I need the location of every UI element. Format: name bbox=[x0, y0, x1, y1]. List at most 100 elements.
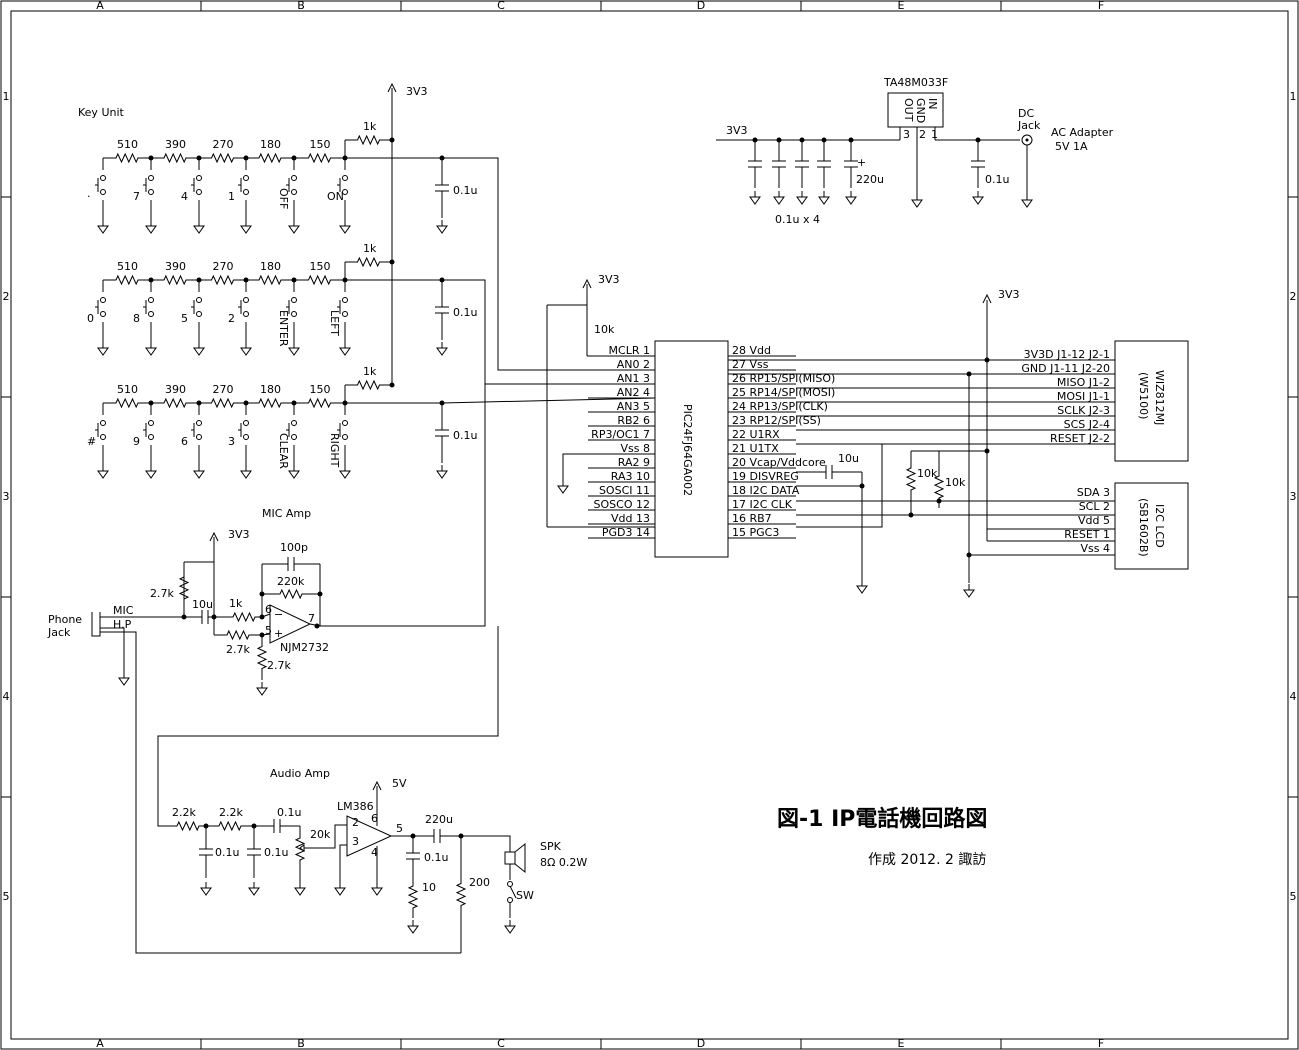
col-label-top-c: C bbox=[497, 0, 505, 12]
feedback-cap-value: 100p bbox=[280, 541, 308, 554]
key-series-value: 510 bbox=[117, 260, 138, 273]
key-label: ENTER bbox=[277, 310, 290, 347]
switch-contact bbox=[342, 311, 348, 317]
audio-amp: Audio Amp 5V LM386 2 3 6 4 5 2.2k 2.2k 0… bbox=[157, 626, 587, 953]
switch-contact bbox=[196, 311, 202, 317]
mic-amp-rail: 3V3 bbox=[228, 528, 250, 541]
key-label: RIGHT bbox=[328, 433, 341, 468]
speaker-body bbox=[504, 851, 516, 865]
mic-feedback-resistor bbox=[262, 588, 320, 600]
ground-symbol bbox=[436, 225, 448, 234]
regulator-body bbox=[887, 92, 944, 128]
opamp-minus: − bbox=[274, 608, 283, 621]
key-series-value: 270 bbox=[213, 383, 234, 396]
mcu-left-pin-label: RP3/OC1 7 bbox=[591, 428, 650, 441]
ground-symbol bbox=[818, 196, 830, 205]
audio-ic-name: LM386 bbox=[337, 800, 374, 813]
switch-contact bbox=[196, 434, 202, 440]
mcu-left-pin-label: AN0 2 bbox=[617, 358, 650, 371]
mcu-left-pin-label: AN1 3 bbox=[617, 372, 650, 385]
lcd-pin-label: Vss 4 bbox=[1081, 542, 1110, 555]
input-cap-value: 0.1u bbox=[985, 173, 1009, 186]
key-label: · bbox=[87, 190, 91, 203]
switch-contact bbox=[342, 189, 348, 195]
mcu-right-pin-label: 23 RP12/SPI(SS) bbox=[732, 414, 821, 427]
eth-pin-label: SCLK J2-3 bbox=[1057, 404, 1110, 417]
i2c-pullup-resistor bbox=[933, 466, 945, 508]
mcu-right-pin-label: 20 Vcap/Vddcore bbox=[732, 456, 826, 469]
zobel-resistor bbox=[407, 876, 419, 918]
mic-input-resistor bbox=[226, 611, 262, 623]
mcu-right-pin-label: 21 U1TX bbox=[732, 442, 779, 455]
col-label-bottom-b: B bbox=[297, 1037, 305, 1050]
lm386-pin-4: 4 bbox=[371, 846, 378, 859]
col-label-bottom-d: D bbox=[697, 1037, 705, 1050]
key-series-value: 510 bbox=[117, 138, 138, 151]
wire bbox=[339, 844, 347, 882]
key-pullup-resistor bbox=[345, 256, 392, 268]
mcu-left-pin-label: SOSCI 11 bbox=[599, 484, 650, 497]
regulator-pin-num-2: 2 bbox=[919, 128, 926, 141]
phone-jack-label-1: Phone bbox=[48, 613, 82, 626]
switch-label: SW bbox=[516, 889, 534, 902]
speaker-label: SPK bbox=[540, 840, 562, 853]
switch-contact bbox=[196, 175, 202, 181]
mcu-right-pin-label: 19 DISVREG bbox=[732, 470, 799, 483]
ground-symbol bbox=[248, 887, 260, 896]
dc-jack-label-2: Jack bbox=[1017, 119, 1041, 132]
key-series-resistor bbox=[246, 274, 294, 286]
regulator-pin-num-3: 3 bbox=[903, 128, 910, 141]
ground-symbol bbox=[200, 887, 212, 896]
i2c-pullup-2: 10k bbox=[945, 476, 966, 489]
ground-symbol bbox=[339, 470, 351, 479]
wire bbox=[100, 631, 461, 954]
mic-bias-value: 2.7k bbox=[150, 587, 174, 600]
power-supply: TA48M033F IN GND OUT 3 2 1 3V3 + 0.1u x … bbox=[716, 76, 1114, 226]
mcu-left-pin-label: PGD3 14 bbox=[602, 526, 650, 539]
key-series-value: 150 bbox=[310, 383, 331, 396]
caps-note: 0.1u x 4 bbox=[775, 213, 820, 226]
ground-symbol bbox=[193, 470, 205, 479]
plus-res-value: 2.7k bbox=[226, 643, 250, 656]
switch-lever bbox=[509, 885, 517, 899]
lcd-body bbox=[1114, 482, 1189, 570]
input-res-value: 1k bbox=[229, 597, 243, 610]
ground-symbol bbox=[240, 347, 252, 356]
switch-contact bbox=[148, 311, 154, 317]
speaker-spec: 8Ω 0.2W bbox=[540, 856, 587, 869]
row-label-right-2: 2 bbox=[1290, 290, 1297, 303]
mcu-left-pin-label: Vdd 13 bbox=[611, 512, 650, 525]
mcu-right-pin-label: 18 I2C DATA bbox=[732, 484, 800, 497]
key-series-value: 180 bbox=[260, 260, 281, 273]
i2c-pullup-resistor bbox=[905, 458, 917, 500]
mclr-pullup-value: 10k bbox=[594, 323, 615, 336]
feedback-res-value: 220k bbox=[277, 575, 305, 588]
switch-contact bbox=[342, 175, 348, 181]
mcu-left-pin-label: Vss 8 bbox=[621, 442, 650, 455]
key-series-value: 150 bbox=[310, 138, 331, 151]
audio-amp-wiring bbox=[157, 626, 526, 953]
col-label-bottom-a: A bbox=[96, 1037, 104, 1050]
key-series-value: 390 bbox=[165, 138, 186, 151]
audio-filter-resistor bbox=[170, 820, 206, 832]
zobel-res-value: 10 bbox=[422, 881, 436, 894]
ground-symbol bbox=[407, 925, 419, 934]
ground-symbol bbox=[193, 347, 205, 356]
mcu-right-pin-label: 25 RP14/SPI(MOSI) bbox=[732, 386, 835, 399]
mcu-left-pin-label: AN3 5 bbox=[617, 400, 650, 413]
i2c-pullup-1: 10k bbox=[917, 467, 938, 480]
junction-dot bbox=[984, 357, 990, 363]
ground-symbol bbox=[240, 470, 252, 479]
ground-symbol bbox=[118, 677, 130, 686]
switch-contact bbox=[243, 189, 249, 195]
wire bbox=[562, 453, 655, 480]
switch-contact bbox=[342, 434, 348, 440]
key-series-resistor bbox=[103, 274, 151, 286]
key-filter-cap-value: 0.1u bbox=[453, 429, 477, 442]
ground-symbol bbox=[256, 687, 268, 696]
key-unit-rail-label: 3V3 bbox=[406, 85, 428, 98]
mic-amp-label: MIC Amp bbox=[262, 507, 311, 520]
key-label: 1 bbox=[228, 190, 235, 203]
row-label-right-5: 5 bbox=[1290, 890, 1297, 903]
